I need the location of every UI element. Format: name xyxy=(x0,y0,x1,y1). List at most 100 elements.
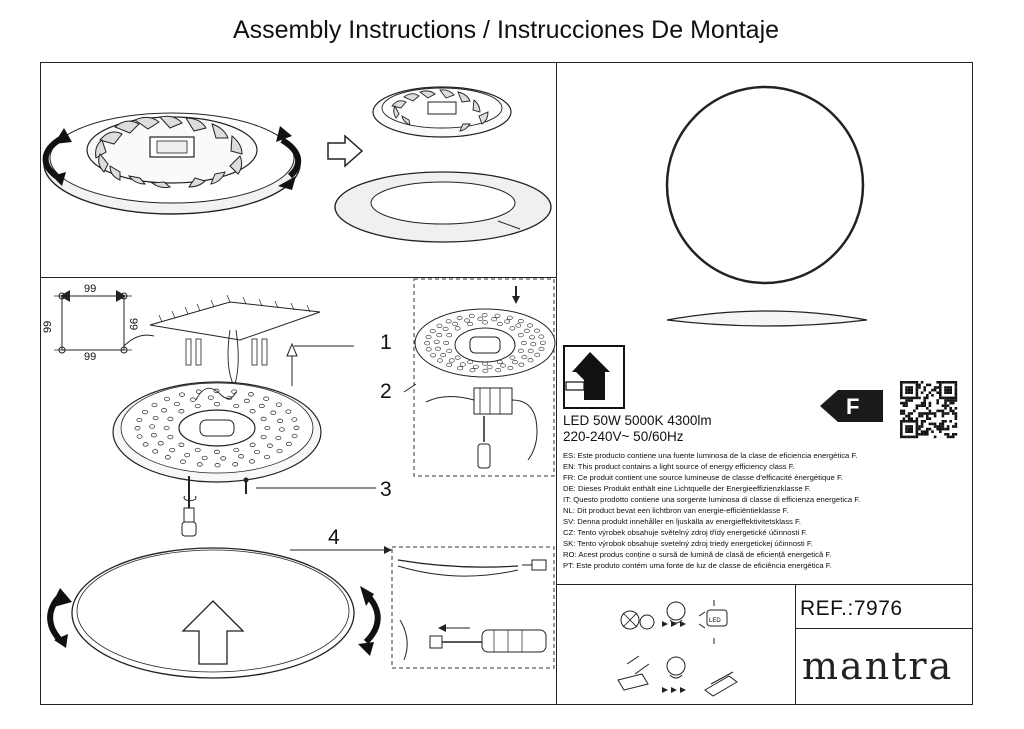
dimension-top-label: 99 xyxy=(84,283,96,295)
qr-module xyxy=(939,394,942,397)
qr-module xyxy=(952,401,955,405)
qr-module xyxy=(944,433,947,436)
qr-module xyxy=(907,417,911,420)
qr-module xyxy=(918,433,921,436)
qr-module xyxy=(920,391,924,394)
led-chip xyxy=(507,365,514,371)
qr-module xyxy=(926,433,929,436)
qr-module xyxy=(918,414,921,418)
diffuser-removal-illustration xyxy=(42,112,302,215)
led-chip xyxy=(527,348,534,354)
qr-module xyxy=(910,391,913,394)
led-chip xyxy=(254,449,261,455)
led-chip xyxy=(486,365,493,370)
qr-module xyxy=(941,420,945,423)
led-chip xyxy=(233,403,240,409)
qr-module xyxy=(902,417,906,420)
qr-module xyxy=(936,409,939,413)
qr-module xyxy=(939,422,942,426)
qr-module xyxy=(944,391,947,394)
led-chip xyxy=(232,462,239,467)
qr-module xyxy=(949,386,952,389)
qr-module xyxy=(910,430,913,433)
qr-module xyxy=(923,420,926,423)
step-label-3: 3 xyxy=(380,478,392,501)
led-chip xyxy=(436,323,443,328)
led-chip xyxy=(500,363,506,368)
qr-module xyxy=(900,427,903,431)
qr-module xyxy=(910,396,913,400)
qr-module xyxy=(902,409,906,413)
led-chip xyxy=(264,454,270,460)
qr-module xyxy=(933,388,937,392)
qr-module xyxy=(939,425,942,428)
qr-module xyxy=(933,414,937,418)
qr-module xyxy=(915,404,919,407)
qr-module xyxy=(923,386,926,389)
led-chip xyxy=(459,362,466,367)
led-chip xyxy=(496,321,503,327)
led-chip xyxy=(446,333,453,338)
qr-module xyxy=(910,388,913,392)
qr-module xyxy=(954,391,958,394)
led-chip xyxy=(161,408,168,413)
qr-module xyxy=(913,381,916,384)
qr-module xyxy=(902,404,906,407)
qr-module xyxy=(946,388,950,392)
qr-module xyxy=(910,425,913,428)
step-label-4: 4 xyxy=(328,526,340,549)
no-replace-led-icons: LED xyxy=(617,600,738,697)
qr-module xyxy=(905,425,908,428)
qr-module xyxy=(936,425,939,428)
drill-template-dimensions: 99 99 99 99 xyxy=(42,283,155,363)
led-chip xyxy=(278,427,285,432)
led-chip xyxy=(136,417,143,423)
qr-module xyxy=(936,391,939,394)
led-chip xyxy=(518,362,525,367)
led-chip xyxy=(149,424,156,429)
spec-line-1: LED 50W 5000K 4300lm xyxy=(563,413,712,428)
led-chip xyxy=(157,441,164,446)
led-chip xyxy=(163,425,170,431)
led-chip xyxy=(456,315,463,321)
led-chip xyxy=(142,442,149,447)
qr-module xyxy=(941,422,945,426)
qr-module xyxy=(907,386,911,389)
led-chip xyxy=(534,328,540,333)
qr-module xyxy=(944,381,947,384)
diffuser-screw-detail-box xyxy=(391,546,555,669)
qr-module xyxy=(923,404,926,407)
led-chip xyxy=(178,409,185,414)
qr-module xyxy=(918,425,921,428)
qr-module xyxy=(905,430,908,433)
qr-module xyxy=(915,386,919,389)
qr-module xyxy=(936,381,939,384)
qr-module xyxy=(949,401,952,405)
qr-module xyxy=(918,383,921,387)
diffuser-install-illustration xyxy=(47,546,392,679)
outline-arrow-icon xyxy=(327,134,364,168)
qr-module xyxy=(918,404,921,407)
energy-statement: FR: Ce produit contient une source lumin… xyxy=(563,473,843,482)
qr-module xyxy=(944,386,947,389)
qr-module xyxy=(928,422,932,426)
qr-module xyxy=(946,404,950,407)
led-chip xyxy=(515,323,522,328)
led-chip xyxy=(538,334,545,339)
house-indoor-icon xyxy=(563,345,625,409)
qr-module xyxy=(915,381,919,384)
qr-module xyxy=(936,386,939,389)
qr-module xyxy=(928,412,932,415)
qr-module xyxy=(905,386,908,389)
led-chip xyxy=(285,441,292,447)
qr-module xyxy=(900,386,903,389)
qr-module xyxy=(952,425,955,428)
qr-module xyxy=(900,420,903,423)
energy-statement: DE: Dieses Produkt enthält eine Lichtque… xyxy=(563,484,811,493)
led-chip xyxy=(430,353,436,358)
qr-module xyxy=(926,430,929,433)
led-chip xyxy=(214,402,220,407)
qr-module xyxy=(949,381,952,384)
led-chip xyxy=(194,447,201,453)
qr-module xyxy=(907,412,911,415)
